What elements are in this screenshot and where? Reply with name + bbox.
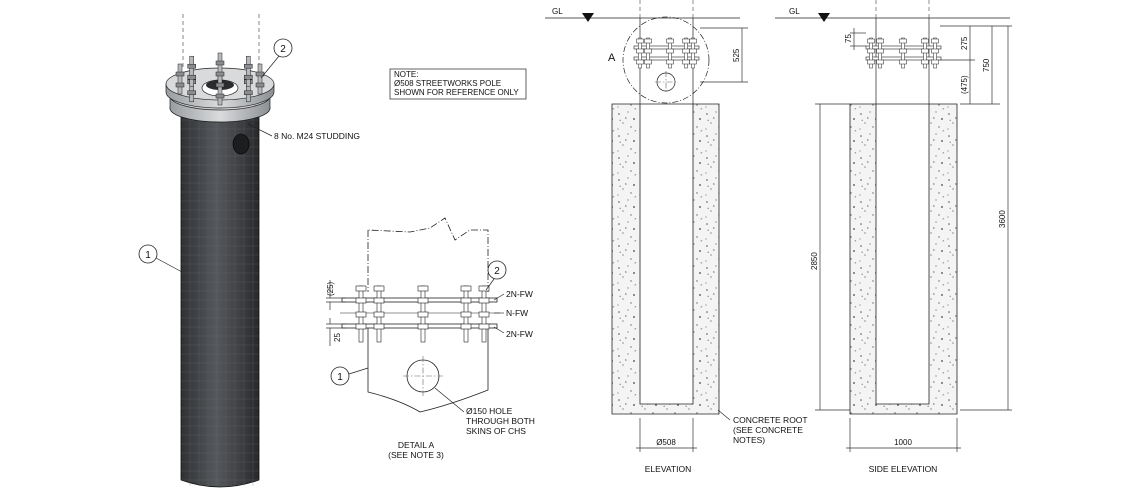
hole-label-2: THROUGH BOTH	[466, 416, 535, 426]
dim-275: 275	[960, 36, 969, 50]
stud-bolt	[636, 37, 644, 69]
detail-a-dims: (25) 25	[326, 280, 346, 346]
gl-marker-icon	[582, 13, 594, 22]
gl-marker-side-icon	[818, 13, 830, 22]
concrete-label-3: NOTES)	[733, 435, 765, 445]
stud-bolt	[255, 63, 265, 95]
side-elevation-view: GL 75 2850 275 (475) 750 3600	[775, 0, 1012, 474]
dim-25-bracket: (25)	[326, 281, 335, 296]
callout-2-label: 2	[280, 44, 286, 55]
hole-icon	[232, 133, 250, 155]
hole-label-1: Ø150 HOLE	[466, 406, 513, 416]
concrete-label-1: CONCRETE ROOT	[733, 415, 808, 425]
pole-3d-view	[165, 14, 275, 488]
stud-bolt	[899, 37, 907, 69]
stud-bolt	[931, 37, 939, 69]
concrete-root	[611, 103, 720, 415]
stud-bolt	[417, 285, 429, 343]
dim-75: 75	[844, 34, 853, 43]
detail-a-labels: 2 2N-FW N-FW 2N-FW 1 Ø150 HOLE THROUGH B…	[330, 260, 535, 460]
elevation-title: ELEVATION	[645, 464, 691, 474]
note-box: NOTE: Ø508 STREETWORKS POLE SHOWN FOR RE…	[389, 68, 527, 100]
stud-bolt	[644, 37, 652, 69]
stud-bolt	[175, 63, 185, 95]
callout-2-3d: 2	[260, 38, 293, 79]
stud-bolt	[373, 285, 385, 343]
note-title: NOTE:	[394, 70, 418, 79]
side-elevation-title: SIDE ELEVATION	[869, 464, 938, 474]
stud-bolt	[689, 37, 697, 69]
dim-475: (475)	[960, 75, 969, 94]
stud-bolt	[666, 37, 674, 69]
concrete-label-2: (SEE CONCRETE	[733, 425, 803, 435]
concrete-root-side	[849, 103, 958, 415]
stud-bolt	[460, 285, 472, 343]
note-line-2: SHOWN FOR REFERENCE ONLY	[394, 88, 519, 97]
dim-508: Ø508	[656, 438, 676, 447]
fw-bot-label: 2N-FW	[506, 329, 533, 339]
dim-525: 525	[732, 48, 741, 62]
detail-callout-2: 2	[494, 266, 500, 277]
dim-25: 25	[333, 333, 342, 342]
callout-1-label: 1	[145, 250, 151, 261]
detail-a-title: DETAIL A	[398, 440, 435, 450]
stud-bolt	[876, 37, 884, 69]
gl-label-side: GL	[789, 7, 800, 16]
flange-assembly	[165, 52, 275, 123]
gl-label-elev: GL	[552, 7, 563, 16]
dim-750: 750	[982, 58, 991, 72]
stud-bolt	[187, 55, 196, 87]
fw-mid-label: N-FW	[506, 308, 528, 318]
detail-ref-A: A	[608, 52, 616, 64]
stud-bolt	[355, 285, 367, 343]
stud-bolt	[215, 52, 225, 84]
stud-bolt	[244, 55, 253, 87]
note-line-1: Ø508 STREETWORKS POLE	[394, 79, 501, 88]
detail-a-circle	[622, 16, 710, 104]
dim-3600: 3600	[998, 210, 1007, 228]
stud-bolt	[867, 37, 875, 69]
stud-bolt	[478, 285, 490, 343]
detail-callout-1: 1	[337, 372, 343, 383]
stud-bolt	[921, 37, 929, 69]
stud-bolt	[682, 37, 690, 69]
callout-1-3d: 1	[138, 244, 183, 273]
detail-a-note: (SEE NOTE 3)	[388, 450, 444, 460]
studding-label: 8 No. M24 STUDDING	[274, 131, 360, 141]
elevation-view: GL A 525 Ø508 CONCRETE ROOT (SEE CONCRET…	[545, 0, 808, 474]
dim-1000: 1000	[894, 438, 912, 447]
pole-body	[180, 109, 260, 488]
dim-2850: 2850	[810, 252, 819, 270]
fw-top-label: 2N-FW	[506, 289, 533, 299]
hole-label-3: SKINS OF CHS	[466, 426, 526, 436]
detail-a	[340, 217, 500, 413]
